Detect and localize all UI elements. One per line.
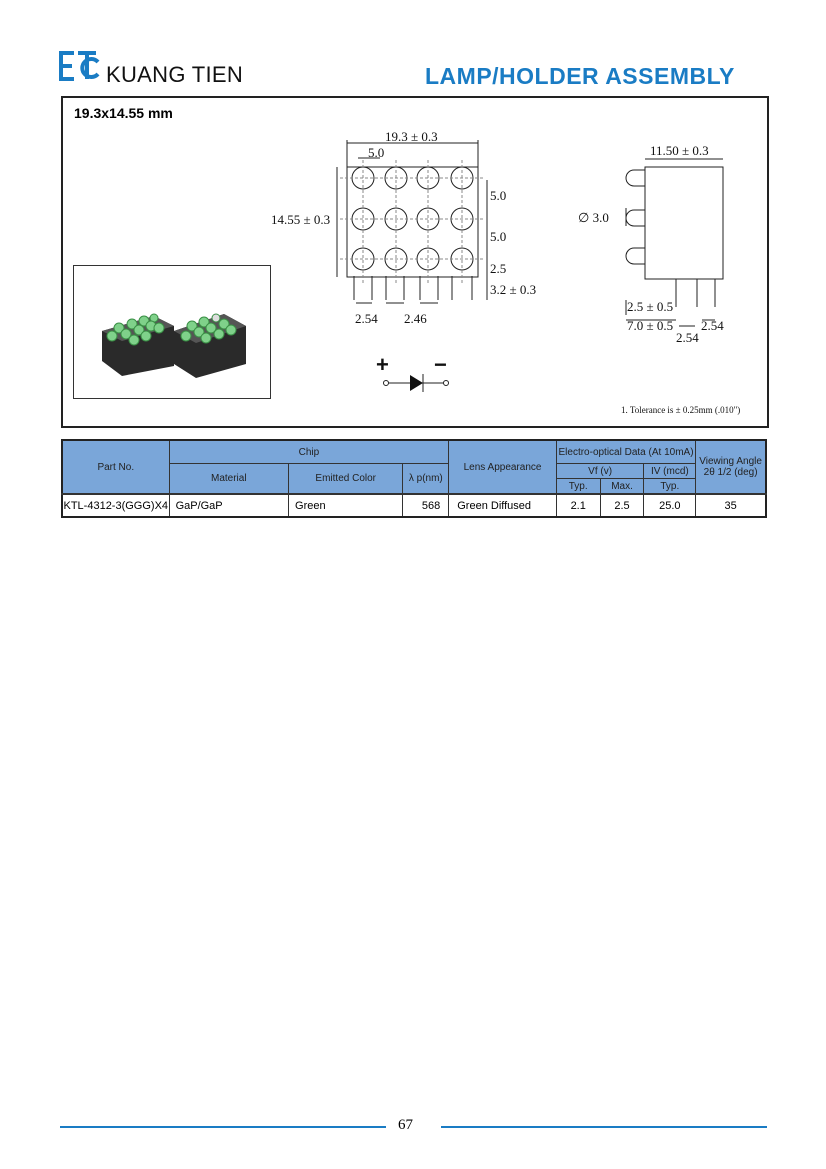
header-material: Material [168,463,290,495]
diode-symbol-icon [410,375,423,391]
svg-text:2.54: 2.54 [676,330,699,345]
svg-text:3.2 ± 0.3: 3.2 ± 0.3 [490,282,536,297]
cell-part-no: KTL-4312-3(GGG)X4 [61,493,170,518]
header-iv: IV (mcd) [643,463,697,479]
cell-vf-max: 2.5 [599,493,645,518]
package-size: 19.3x14.55 mm [74,105,173,121]
cell-wavelength: 568 [402,493,450,518]
svg-text:1. Tolerance is ± 0.25mm (.010: 1. Tolerance is ± 0.25mm (.010") [621,405,740,415]
spec-table: Part No. Chip Lens Appearance Electro-op… [61,439,767,518]
header-vf: Vf (v) [555,463,645,479]
svg-text:14.55 ± 0.3: 14.55 ± 0.3 [271,212,330,227]
svg-text:2.46: 2.46 [404,311,427,326]
header-chip: Chip [168,439,450,464]
header-vf-max: Max. [599,478,645,495]
svg-text:2.5: 2.5 [490,261,506,276]
svg-text:+: + [376,352,389,377]
svg-text:∅ 3.0: ∅ 3.0 [578,210,609,225]
svg-text:2.54: 2.54 [701,318,724,333]
cell-iv-typ: 25.0 [643,493,697,518]
dimension-drawing: 19.3 ± 0.3 5.0 14.55 ± 0.3 5.0 5.0 2.5 3… [271,129,740,415]
svg-text:2.54: 2.54 [355,311,378,326]
header-part-no: Part No. [61,439,170,495]
header-vf-typ: Typ. [555,478,601,495]
svg-text:7.0 ± 0.5: 7.0 ± 0.5 [627,318,673,333]
cell-lens: Green Diffused [448,493,557,518]
svg-text:19.3 ± 0.3: 19.3 ± 0.3 [385,129,438,144]
kuang-tien-logo-icon [59,51,100,81]
product-photo [73,265,271,399]
svg-text:5.0: 5.0 [368,145,384,160]
header-wavelength: λ p(nm) [402,463,450,495]
brand-name: KUANG TIEN [106,62,244,87]
header-iv-typ: Typ. [643,478,697,495]
table-row: KTL-4312-3(GGG)X4 GaP/GaP Green 568 Gree… [61,493,767,518]
svg-text:2.5 ± 0.5: 2.5 ± 0.5 [627,299,673,314]
svg-text:5.0: 5.0 [490,229,506,244]
svg-text:−: − [434,352,447,377]
cell-color: Green [288,493,404,518]
drawing-frame [61,96,769,428]
cell-vf-typ: 2.1 [555,493,601,518]
cell-viewing-angle: 35 [695,493,767,518]
svg-text:5.0: 5.0 [490,188,506,203]
cell-material: GaP/GaP [168,493,290,518]
footer-rule-right [441,1126,767,1128]
header-emitted-color: Emitted Color [288,463,404,495]
page-number: 67 [398,1117,413,1133]
page-title: LAMP/HOLDER ASSEMBLY [425,63,735,89]
header-lens: Lens Appearance [448,439,557,495]
footer-rule-left [60,1126,386,1128]
header-viewing-angle: Viewing Angle 2θ 1/2 (deg) [695,439,767,495]
header-electro-optical: Electro-optical Data (At 10mA) [555,439,697,464]
svg-text:11.50 ± 0.3: 11.50 ± 0.3 [650,143,709,158]
